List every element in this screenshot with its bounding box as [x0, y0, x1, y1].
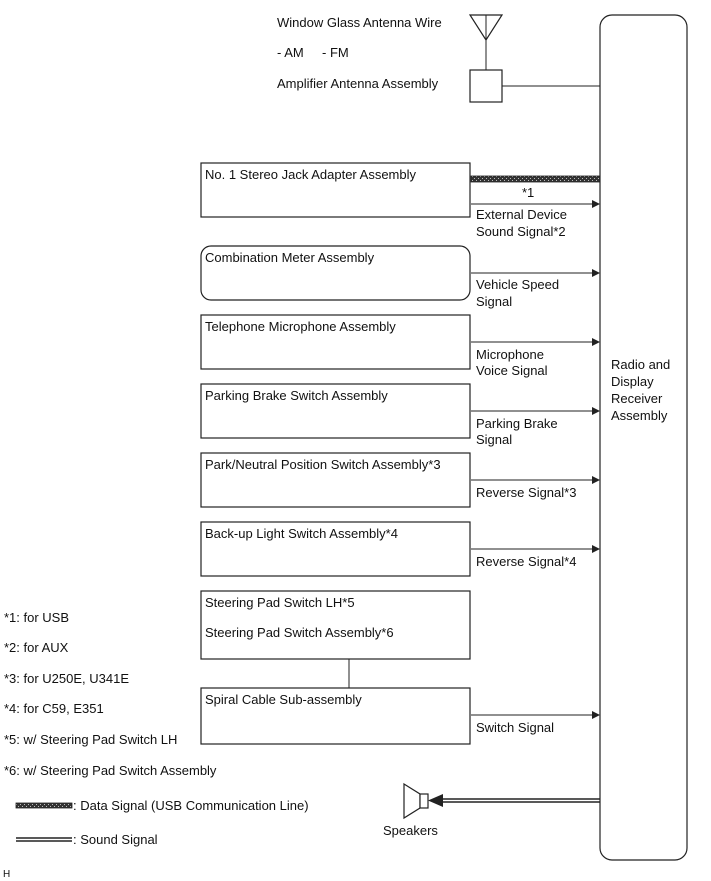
receiver-label-line4: Assembly	[611, 408, 668, 423]
radio-display-receiver-box	[599, 14, 688, 861]
telephone-microphone-label: Telephone Microphone Assembly	[205, 319, 396, 334]
switch-signal-label: Switch Signal	[476, 720, 554, 735]
usb-note-label: *1	[522, 185, 534, 200]
park-neutral-switch-label: Park/Neutral Position Switch Assembly*3	[205, 457, 441, 472]
corner-mark: H	[3, 869, 10, 880]
external-device-signal-label-1: External Device	[476, 207, 567, 222]
window-glass-antenna-wire-label: Window Glass Antenna Wire	[277, 15, 442, 30]
arrow-head	[592, 476, 600, 484]
sound-signal-legend-swatch	[16, 837, 72, 842]
arrow-head	[592, 711, 600, 719]
note-1: *1: for USB	[4, 610, 69, 625]
arrow-head	[592, 545, 600, 553]
parking-brake-signal-label-1: Parking Brake	[476, 416, 558, 431]
note-2: *2: for AUX	[4, 640, 69, 655]
backup-light-switch-box	[200, 521, 471, 577]
vehicle-speed-signal-label-2: Signal	[476, 294, 512, 309]
fm-band-label: - FM	[322, 45, 349, 60]
amplifier-antenna-box	[469, 69, 503, 103]
sound-signal-legend-label: : Sound Signal	[73, 832, 158, 847]
amplifier-antenna-label: Amplifier Antenna Assembly	[277, 76, 439, 91]
note-5: *5: w/ Steering Pad Switch LH	[4, 732, 177, 747]
parking-brake-switch-label: Parking Brake Switch Assembly	[205, 388, 388, 403]
steering-pad-switch-lh-label: Steering Pad Switch LH*5	[205, 595, 355, 610]
am-band-label: - AM	[277, 45, 304, 60]
antenna-icon	[468, 14, 504, 70]
reverse-signal-label-4: Reverse Signal*4	[476, 554, 576, 569]
combination-meter-label: Combination Meter Assembly	[205, 250, 375, 265]
speaker-icon	[403, 782, 429, 820]
backup-light-switch-label: Back-up Light Switch Assembly*4	[205, 526, 398, 541]
park-neutral-switch-box	[200, 452, 471, 508]
steering-pad-switch-box	[200, 590, 471, 660]
parking-brake-switch-box	[200, 383, 471, 439]
arrow-head	[592, 407, 600, 415]
data-signal-legend-label: : Data Signal (USB Communication Line)	[73, 798, 309, 813]
steering-pad-switch-assembly-label: Steering Pad Switch Assembly*6	[205, 625, 394, 640]
spiral-cable-label: Spiral Cable Sub-assembly	[205, 692, 362, 707]
arrow-head	[592, 269, 600, 277]
telephone-microphone-box	[200, 314, 471, 370]
receiver-label-line1: Radio and	[611, 357, 670, 372]
speakers-label: Speakers	[383, 823, 438, 838]
microphone-signal-label-2: Voice Signal	[476, 363, 548, 378]
microphone-signal-label-1: Microphone	[476, 347, 544, 362]
receiver-label-line3: Receiver	[611, 391, 663, 406]
data-signal-legend-swatch	[15, 802, 73, 809]
sound-signal-line	[428, 794, 600, 807]
parking-brake-signal-label-2: Signal	[476, 432, 512, 447]
arrow-head	[592, 200, 600, 208]
external-device-signal-label-2: Sound Signal*2	[476, 224, 566, 239]
spiral-cable-box	[200, 687, 471, 745]
note-4: *4: for C59, E351	[4, 701, 104, 716]
receiver-label-line2: Display	[611, 374, 654, 389]
reverse-signal-label-3: Reverse Signal*3	[476, 485, 576, 500]
note-3: *3: for U250E, U341E	[4, 671, 129, 686]
usb-data-line	[470, 175, 601, 183]
arrow-head	[592, 338, 600, 346]
note-6: *6: w/ Steering Pad Switch Assembly	[4, 763, 217, 778]
combination-meter-box	[200, 245, 471, 301]
vehicle-speed-signal-label-1: Vehicle Speed	[476, 277, 559, 292]
stereo-jack-adapter-label: No. 1 Stereo Jack Adapter Assembly	[205, 167, 416, 182]
stereo-jack-adapter-box	[200, 162, 471, 218]
